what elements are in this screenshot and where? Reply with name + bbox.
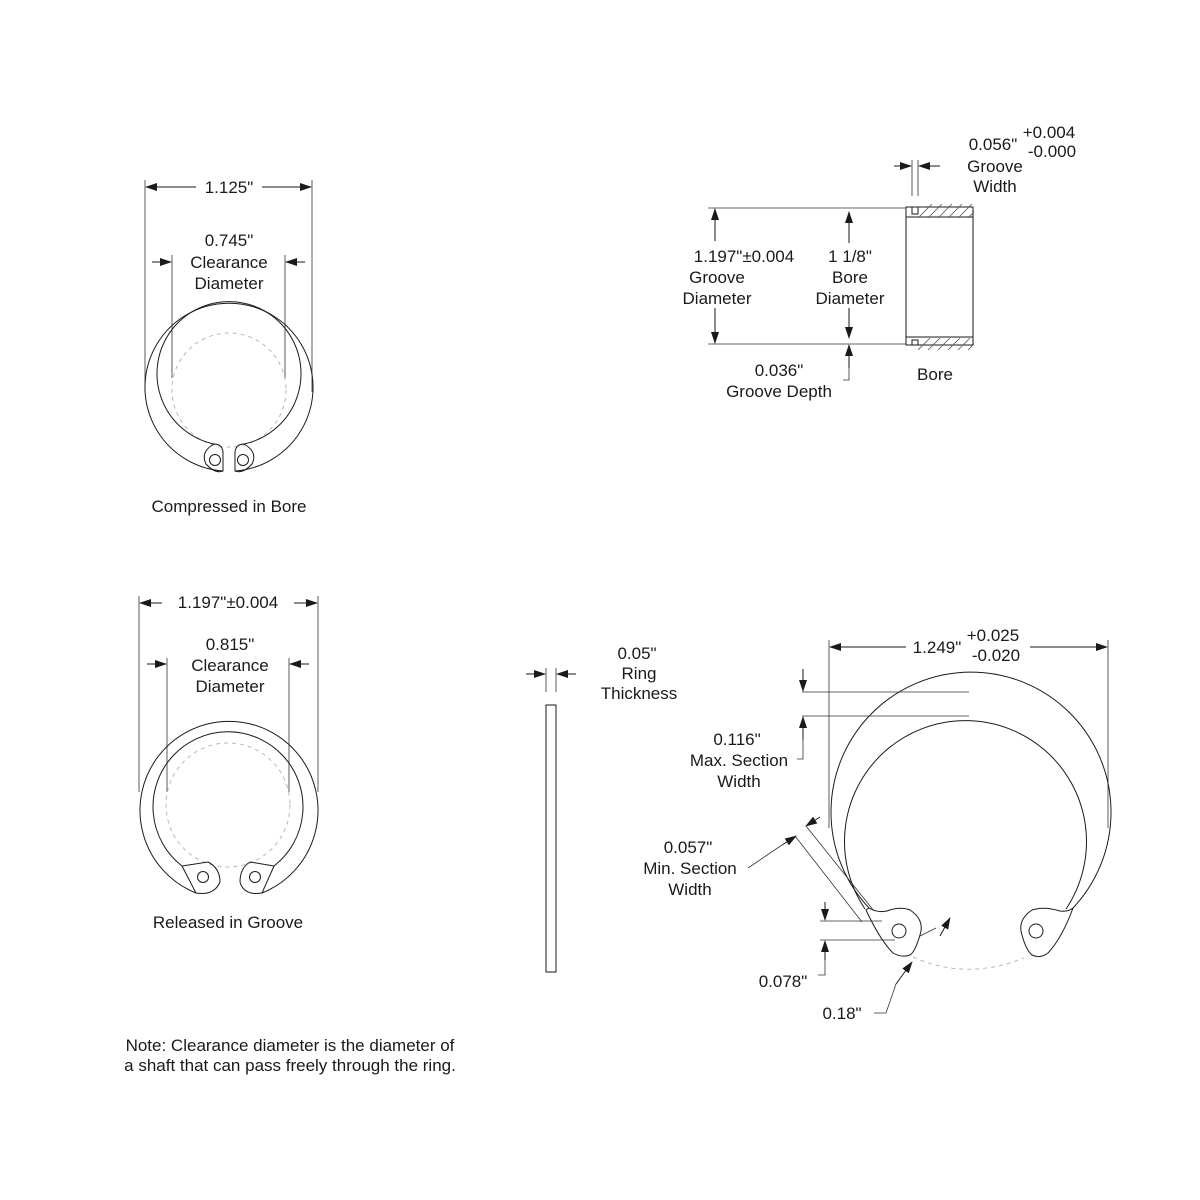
- compressed-clearance-line2: Diameter: [195, 274, 264, 293]
- released-ring-view: 1.197"±0.004 0.815" Clearance Diameter R…: [138, 593, 319, 932]
- lug-dim-2-dimension: 0.18": [822, 917, 951, 1023]
- bore-diameter-dimension: 1 1/8" Bore Diameter: [816, 211, 885, 339]
- free-diameter-value: 1.249": [913, 638, 962, 657]
- max-section-line1: Max. Section: [690, 751, 788, 770]
- released-outer-dimension: 1.197"±0.004: [138, 593, 319, 792]
- thickness-view: 0.05" Ring Thickness: [526, 644, 678, 973]
- detail-ring-view: 1.249" +0.025 -0.020 0.116" Max. Section…: [643, 626, 1112, 1023]
- groove-width-tol-minus: -0.000: [1028, 142, 1076, 161]
- compressed-ring-view: 1.125" 0.745" Clearance Diameter Compres…: [144, 178, 314, 516]
- groove-width-line1: Groove: [967, 157, 1023, 176]
- groove-width-line2: Width: [973, 177, 1016, 196]
- max-section-value: 0.116": [713, 730, 760, 749]
- min-section-line2: Width: [668, 880, 711, 899]
- bore-view: 0.056" +0.004 -0.000 Groove Width 1.197"…: [683, 123, 1077, 401]
- groove-diameter-line2: Diameter: [683, 289, 752, 308]
- clearance-note: Note: Clearance diameter is the diameter…: [100, 1036, 480, 1076]
- min-section-line1: Min. Section: [643, 859, 737, 878]
- lug-dim-1-value: 0.078": [759, 972, 808, 991]
- lug-dim-1-dimension: 0.078": [759, 902, 895, 991]
- compressed-ring: [144, 301, 314, 473]
- free-diameter-dimension: 1.249" +0.025 -0.020: [828, 626, 1109, 828]
- released-outer-dim-label: 1.197"±0.004: [178, 593, 278, 612]
- detail-ring: [830, 671, 1112, 970]
- groove-diameter-value: 1.197"±0.004: [694, 247, 794, 266]
- bore-section: [905, 204, 974, 350]
- groove-width-value: 0.056": [969, 135, 1018, 154]
- groove-depth-label: Groove Depth: [726, 382, 832, 401]
- released-caption: Released in Groove: [153, 913, 303, 932]
- free-diameter-tol-plus: +0.025: [967, 626, 1019, 645]
- note-line2: a shaft that can pass freely through the…: [124, 1056, 456, 1075]
- compressed-outer-dim-label: 1.125": [205, 178, 254, 197]
- compressed-clearance-dimension: 0.745" Clearance Diameter: [152, 231, 305, 378]
- lug-dim-2-value: 0.18": [822, 1004, 861, 1023]
- bore-caption: Bore: [917, 365, 953, 384]
- compressed-clearance-value: 0.745": [205, 231, 254, 250]
- thickness-line2: Thickness: [601, 684, 678, 703]
- groove-depth-value: 0.036": [755, 361, 804, 380]
- groove-width-dimension: 0.056" +0.004 -0.000 Groove Width: [894, 123, 1076, 196]
- min-section-value: 0.057": [664, 838, 713, 857]
- thickness-line1: Ring: [622, 664, 657, 683]
- compressed-clearance-line1: Clearance: [190, 253, 268, 272]
- max-section-line2: Width: [717, 772, 760, 791]
- bore-diameter-line2: Diameter: [816, 289, 885, 308]
- groove-depth-dimension: 0.036" Groove Depth: [726, 344, 853, 401]
- compressed-outer-dimension: 1.125": [144, 178, 313, 392]
- ring-edge-profile: [545, 704, 557, 973]
- released-clearance-value: 0.815": [206, 635, 255, 654]
- released-clearance-line2: Diameter: [196, 677, 265, 696]
- groove-diameter-line1: Groove: [689, 268, 745, 287]
- max-section-dimension: 0.116" Max. Section Width: [690, 669, 969, 791]
- thickness-value: 0.05": [617, 644, 656, 663]
- groove-width-tol-plus: +0.004: [1023, 123, 1075, 142]
- free-diameter-tol-minus: -0.020: [972, 646, 1020, 665]
- released-clearance-dimension: 0.815" Clearance Diameter: [147, 635, 309, 792]
- note-line1: Note: Clearance diameter is the diameter…: [125, 1036, 455, 1055]
- min-section-dimension: 0.057" Min. Section Width: [643, 816, 875, 923]
- released-clearance-line1: Clearance: [191, 656, 269, 675]
- bore-diameter-line1: Bore: [832, 268, 868, 287]
- groove-diameter-dimension: 1.197"±0.004 Groove Diameter: [683, 207, 906, 345]
- compressed-caption: Compressed in Bore: [152, 497, 307, 516]
- bore-diameter-value: 1 1/8": [828, 247, 872, 266]
- released-ring: [139, 720, 319, 894]
